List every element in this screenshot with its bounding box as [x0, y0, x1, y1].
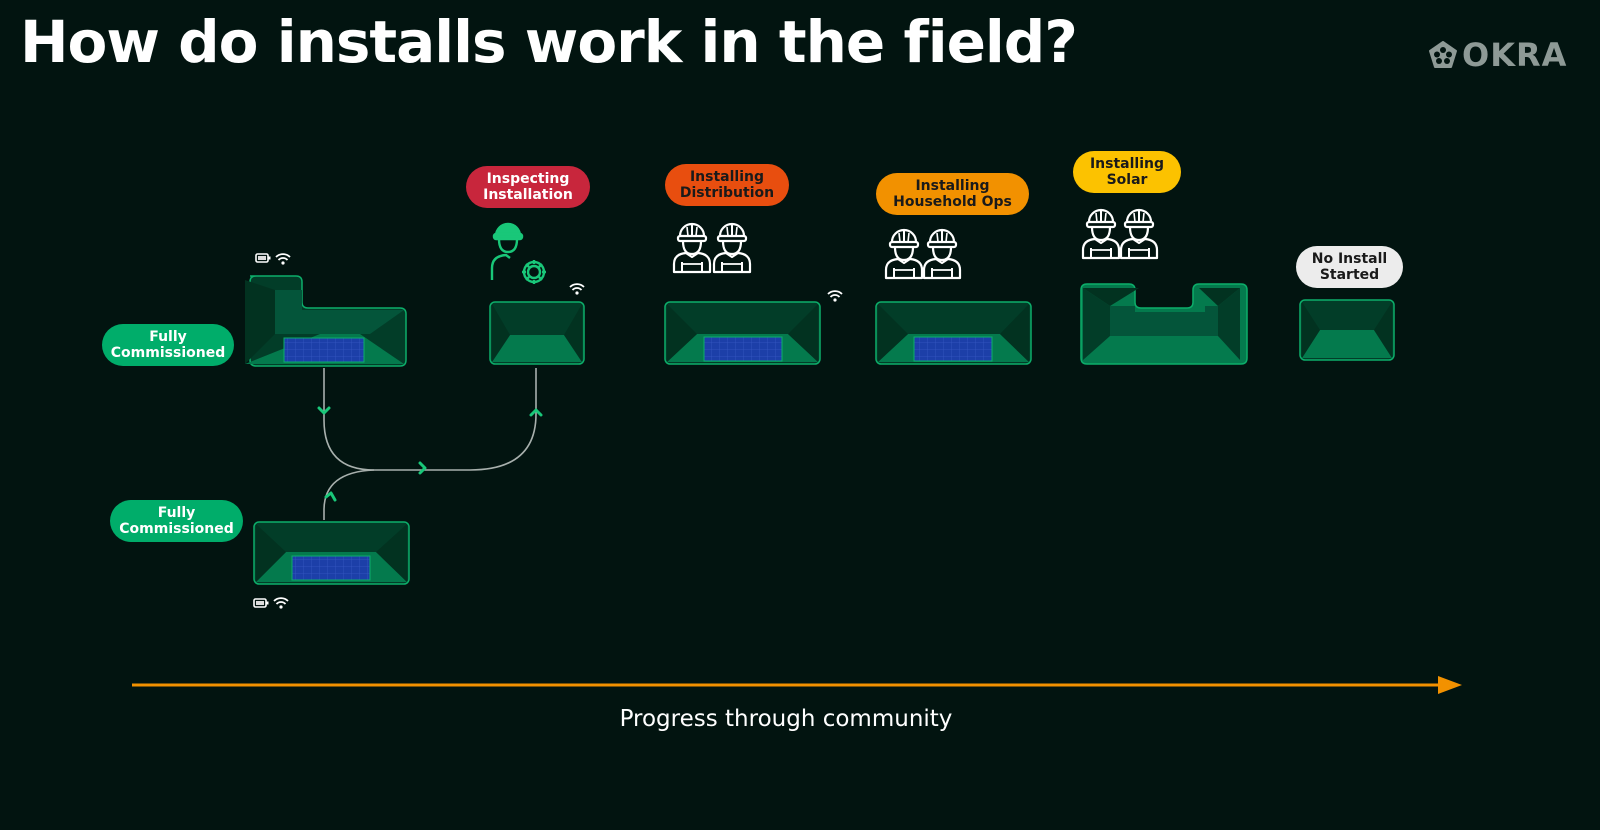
logo-text: OKRA [1462, 36, 1568, 74]
house-inspecting-installation [489, 301, 585, 365]
progress-arrow [132, 676, 1462, 694]
chevron-up-icon [324, 491, 337, 502]
house-installing-household-ops [875, 301, 1032, 365]
status-pill-fully-commissioned-top: Fully Commissioned [102, 324, 234, 366]
wifi-icon [569, 283, 585, 296]
wifi-icon [275, 253, 291, 266]
inspector-gear-icon [490, 222, 546, 284]
two-workers-icon [884, 228, 962, 280]
status-pill-installing-household-ops: Installing Household Ops [876, 173, 1029, 215]
progress-axis-label: Progress through community [619, 706, 953, 732]
page-title: How do installs work in the field? [20, 8, 1078, 76]
status-pill-installing-solar: Installing Solar [1073, 151, 1181, 193]
battery-icon [253, 598, 270, 608]
connector-bottom-house [323, 469, 375, 520]
house-fully-commissioned-bottom [253, 521, 410, 585]
house-installing-distribution [664, 301, 821, 365]
status-icons [253, 597, 289, 610]
okra-logo: OKRA [1428, 36, 1567, 74]
wifi-icon [827, 290, 843, 303]
connector-top-house [323, 368, 537, 471]
house-fully-commissioned-top [245, 275, 407, 367]
battery-icon [255, 253, 272, 263]
status-pill-installing-distribution: Installing Distribution [665, 164, 789, 206]
chevron-down-icon [317, 406, 331, 415]
two-workers-icon [672, 222, 752, 274]
wifi-icon [273, 597, 289, 610]
status-pill-no-install-started: No Install Started [1296, 246, 1403, 288]
status-pill-fully-commissioned-bottom: Fully Commissioned [110, 500, 243, 542]
chevron-up-icon [529, 408, 543, 417]
flow-connectors [323, 368, 537, 520]
status-icons [255, 253, 291, 266]
two-workers-icon [1081, 208, 1159, 260]
status-pill-inspecting-installation: Inspecting Installation [466, 166, 590, 208]
pentagon-flower-icon [1429, 41, 1457, 68]
house-installing-solar [1080, 283, 1248, 365]
house-no-install-started [1299, 299, 1395, 361]
flow-chevrons [317, 406, 543, 502]
chevron-right-icon [418, 461, 427, 475]
